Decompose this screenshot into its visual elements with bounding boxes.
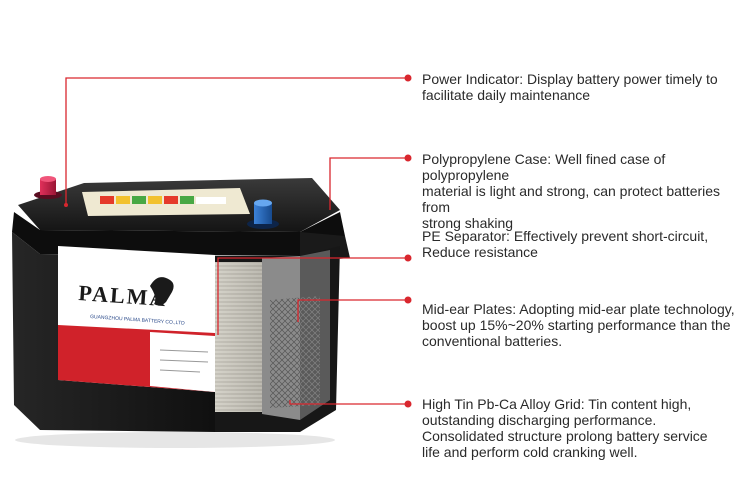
product-label: PALMA GUANGZHOU PALMA BATTERY CO.,LTD bbox=[58, 246, 215, 392]
feature-alloy-grid: High Tin Pb-Ca Alloy Grid: Tin content h… bbox=[422, 396, 748, 460]
feature-power-indicator-text: Power Indicator: Display battery power t… bbox=[422, 71, 718, 103]
feature-pe-separator-text: PE Separator: Effectively prevent short-… bbox=[422, 228, 709, 260]
feature-power-indicator: Power Indicator: Display battery power t… bbox=[422, 71, 748, 103]
feature-polypropylene-case-text: Polypropylene Case: Well fined case of p… bbox=[422, 151, 721, 231]
battery-lid-rim bbox=[12, 212, 345, 256]
positive-terminal bbox=[34, 176, 62, 199]
feature-mid-ear-plates-text: Mid-ear Plates: Adopting mid-ear plate t… bbox=[422, 301, 735, 349]
feature-mid-ear-plates: Mid-ear Plates: Adopting mid-ear plate t… bbox=[422, 301, 748, 349]
feature-alloy-grid-text: High Tin Pb-Ca Alloy Grid: Tin content h… bbox=[422, 396, 708, 460]
negative-terminal bbox=[247, 199, 279, 229]
feature-polypropylene-case: Polypropylene Case: Well fined case of p… bbox=[422, 151, 748, 231]
battery-cutaway bbox=[215, 250, 330, 420]
grid-section bbox=[270, 296, 320, 408]
callout-lines bbox=[65, 77, 408, 405]
callout-dots bbox=[64, 74, 412, 408]
power-indicator-strip bbox=[82, 188, 250, 216]
horse-logo-icon bbox=[150, 277, 174, 306]
feature-pe-separator: PE Separator: Effectively prevent short-… bbox=[422, 228, 748, 260]
battery-shadow bbox=[15, 432, 335, 448]
